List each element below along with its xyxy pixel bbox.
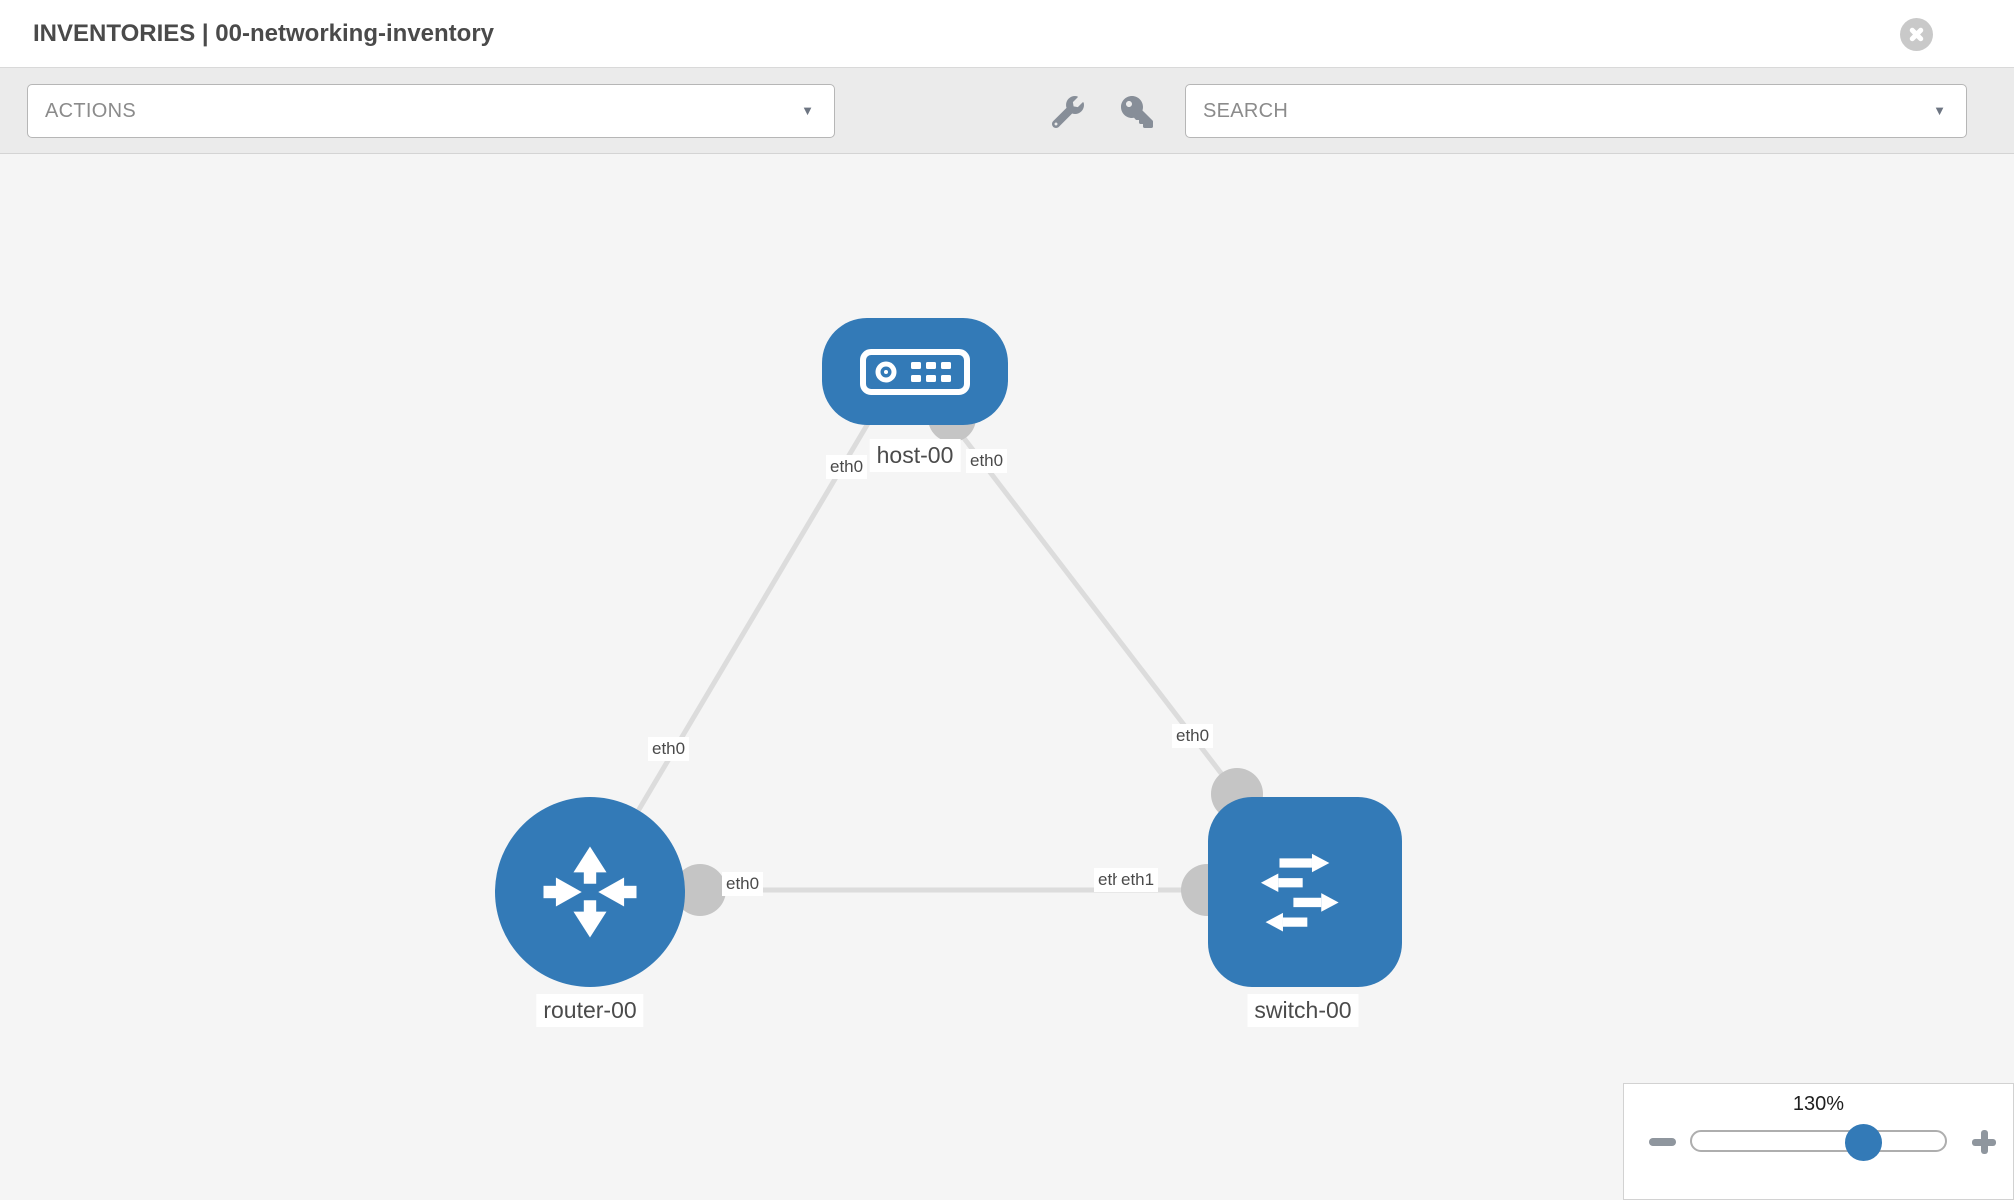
search-dropdown[interactable]: SEARCH ▼ <box>1185 84 1967 138</box>
interface-label-host-eth0: eth0 <box>826 455 868 479</box>
tools-button[interactable] <box>1051 96 1084 129</box>
topology-canvas[interactable]: host-00 router-00 switch-00 eth0 eth0 et… <box>0 154 2014 1200</box>
toolbar: ACTIONS ▼ SEARCH ▼ <box>0 68 2014 154</box>
zoom-slider-thumb[interactable] <box>1845 1124 1882 1161</box>
wrench-icon <box>1051 96 1084 129</box>
node-label-host: host-00 <box>869 439 961 472</box>
node-router-00[interactable] <box>495 797 685 987</box>
interface-label-router-eth0: eth0 <box>722 872 764 896</box>
zoom-in-button[interactable] <box>1972 1130 1996 1154</box>
zoom-slider[interactable] <box>1690 1130 1947 1152</box>
page-title: INVENTORIES | 00-networking-inventory <box>33 19 495 47</box>
search-dropdown-label: SEARCH <box>1203 99 1289 122</box>
router-icon <box>543 846 637 938</box>
node-label-router: router-00 <box>536 994 644 1027</box>
interface-label-router-eth0-uplink: eth0 <box>648 737 690 761</box>
actions-dropdown[interactable]: ACTIONS ▼ <box>27 84 835 138</box>
interface-label-host-eth0-right: eth0 <box>966 449 1008 473</box>
host-icon <box>860 348 970 395</box>
chevron-down-icon: ▼ <box>801 103 814 119</box>
key-icon <box>1121 96 1153 128</box>
interface-label-switch-eth1: eth1 <box>1117 868 1159 892</box>
credentials-button[interactable] <box>1121 96 1153 128</box>
zoom-level: 130% <box>1792 1093 1845 1115</box>
node-host-00[interactable] <box>822 318 1008 425</box>
node-switch-00[interactable] <box>1208 797 1402 987</box>
zoom-panel: 130% <box>1623 1083 2014 1200</box>
interface-label-switch-eth0: eth0 <box>1172 724 1214 748</box>
close-button[interactable] <box>1900 18 1933 51</box>
links-layer <box>587 394 1270 916</box>
actions-dropdown-label: ACTIONS <box>45 99 136 122</box>
chevron-down-icon: ▼ <box>1933 103 1946 119</box>
plus-icon <box>1980 1130 1988 1154</box>
port-router-eth0[interactable] <box>674 864 726 916</box>
switch-icon <box>1260 853 1339 932</box>
zoom-out-button[interactable] <box>1649 1138 1676 1146</box>
node-label-switch: switch-00 <box>1247 994 1359 1027</box>
header-bar: INVENTORIES | 00-networking-inventory <box>0 0 2014 68</box>
